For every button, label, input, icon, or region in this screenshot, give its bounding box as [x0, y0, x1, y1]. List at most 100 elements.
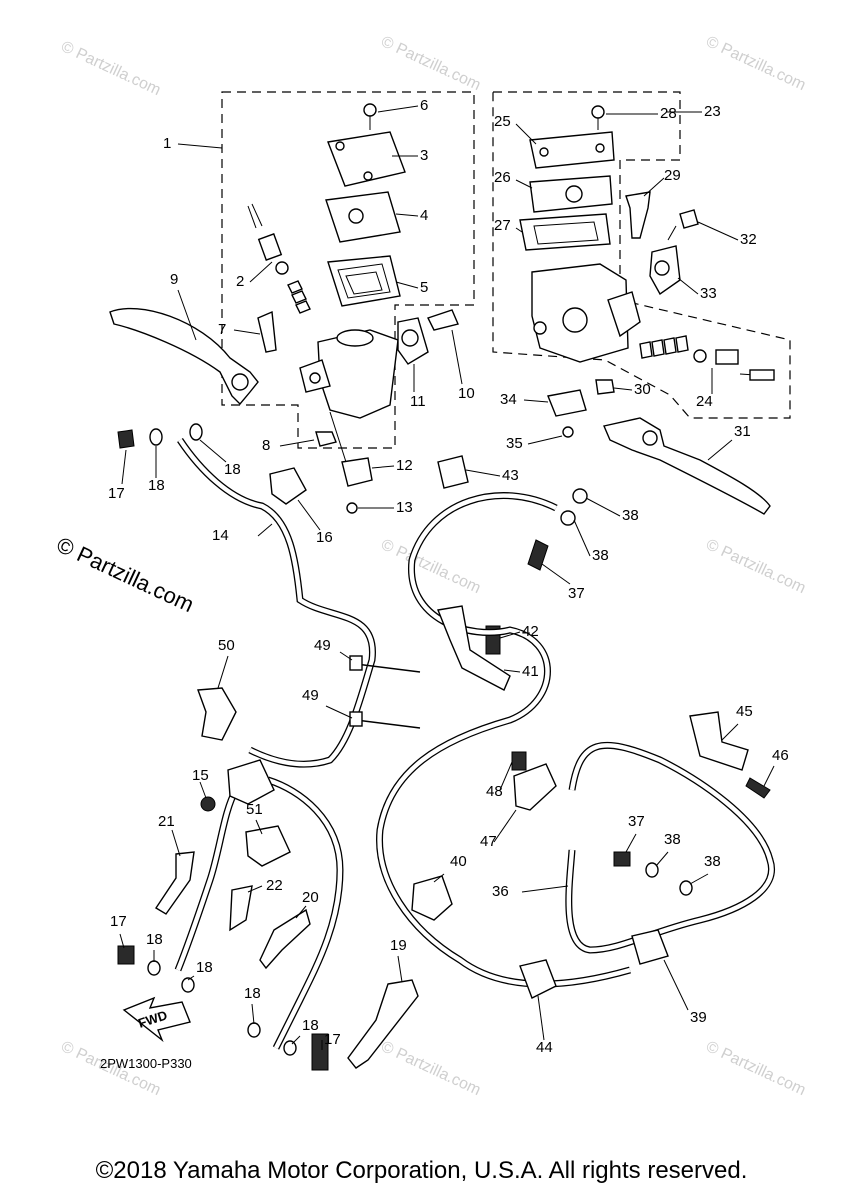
- callout-45: 45: [736, 703, 753, 720]
- leader-line-36: [521, 885, 569, 893]
- callout-32: 32: [740, 231, 757, 248]
- callout-24: 24: [696, 393, 713, 410]
- clamp-21: [155, 851, 195, 915]
- reservoir-cap-25: [529, 131, 615, 169]
- joint-bracket: [227, 759, 275, 805]
- leader-line-38: [573, 519, 591, 557]
- union-bolt-37: [613, 851, 631, 867]
- leader-line-20: [295, 905, 307, 919]
- callout-18: 18: [244, 985, 261, 1002]
- callout-18: 18: [148, 477, 165, 494]
- leader-line-2: [249, 261, 273, 283]
- watermark-text: © Partzilla.com: [378, 1038, 483, 1099]
- leader-line-45: [721, 723, 739, 741]
- bracket-19: [347, 979, 419, 1069]
- callout-31: 31: [734, 423, 751, 440]
- leader-line-19: [397, 955, 403, 983]
- callout-22: 22: [266, 877, 283, 894]
- union-bolt-17: [117, 945, 135, 965]
- leader-line-14: [257, 523, 273, 537]
- screw-35: [562, 426, 574, 438]
- callout-1: 1: [163, 135, 171, 152]
- leader-line-17: [121, 449, 127, 485]
- holder-43: [437, 455, 469, 489]
- switch-12: [341, 457, 373, 487]
- leader-line-41: [503, 669, 521, 673]
- callout-27: 27: [494, 217, 511, 234]
- watermark-text: © Partzilla.com: [58, 38, 163, 99]
- leader-line-33: [677, 277, 699, 295]
- leader-line-38: [689, 873, 709, 885]
- switch-wire-49: [355, 663, 421, 729]
- callout-16: 16: [316, 529, 333, 546]
- fittings: [117, 423, 771, 1071]
- callout-44: 44: [536, 1039, 553, 1056]
- callout-41: 41: [522, 663, 539, 680]
- leader-line-7: [233, 329, 261, 335]
- callout-47: 47: [480, 833, 497, 850]
- diagram-code: 2PW1300-P330: [100, 1056, 192, 1071]
- callout-37: 37: [628, 813, 645, 830]
- washer-18: [189, 423, 203, 441]
- leader-line-25: [515, 123, 537, 145]
- callout-43: 43: [502, 467, 519, 484]
- switch-34: [547, 389, 587, 417]
- callout-35: 35: [506, 435, 523, 452]
- holder-44: [519, 959, 557, 999]
- callout-38: 38: [704, 853, 721, 870]
- union-bolt-37: [527, 539, 549, 571]
- holder-39: [631, 929, 669, 965]
- holder-51: [245, 825, 291, 867]
- bolt-46: [745, 777, 771, 799]
- leader-line-8: [279, 439, 315, 447]
- watermark-text: © Partzilla.com: [378, 536, 483, 597]
- callout-40: 40: [450, 853, 467, 870]
- leader-line-27: [515, 227, 523, 233]
- washer-18: [247, 1022, 261, 1038]
- leader-line-48: [499, 761, 513, 791]
- watermark-text: © Partzilla.com: [703, 536, 808, 597]
- grommet-50: [197, 687, 237, 741]
- callout-11: 11: [410, 393, 426, 410]
- leader-line-49: [325, 705, 353, 719]
- spring: [287, 280, 311, 314]
- cap-screw-6: [363, 103, 377, 117]
- leader-line-40: [433, 873, 445, 883]
- callout-3: 3: [420, 147, 428, 164]
- callout-14: 14: [212, 527, 229, 544]
- leader-line-30: [613, 387, 633, 391]
- callout-18: 18: [146, 931, 163, 948]
- leader-line-18: [251, 1003, 255, 1025]
- callout-36: 36: [492, 883, 509, 900]
- piston-cup: [257, 233, 283, 261]
- callout-34: 34: [500, 391, 517, 408]
- callout-17: 17: [110, 913, 127, 930]
- piston-24: [715, 349, 739, 365]
- clutch-lever-9: [109, 307, 259, 406]
- nut-30: [595, 379, 615, 395]
- right-master-cylinder-group: [519, 105, 775, 515]
- leader-line-15: [199, 781, 207, 799]
- bolt-48: [511, 751, 527, 771]
- bracket-41: [437, 605, 511, 691]
- callout-18: 18: [302, 1017, 319, 1034]
- screw-13: [346, 502, 358, 514]
- holder-16: [269, 467, 307, 505]
- leader-line-6: [377, 105, 419, 113]
- callout-18: 18: [196, 959, 213, 976]
- leader-line-4: [395, 213, 419, 217]
- spring-24: [639, 335, 689, 359]
- leader-line-38: [585, 497, 621, 517]
- leader-line-32: [697, 221, 739, 241]
- bracket-47: [513, 763, 557, 811]
- leader-line-44: [537, 995, 545, 1041]
- union-bolt-17: [117, 429, 135, 449]
- leader-line-18: [187, 975, 195, 981]
- leader-line-9: [177, 289, 197, 341]
- leader-line-51: [255, 819, 263, 835]
- washer-38: [645, 862, 659, 878]
- left-master-cylinder-group: [109, 103, 459, 514]
- leader-line-39: [663, 959, 689, 1011]
- bolt-15: [200, 796, 216, 812]
